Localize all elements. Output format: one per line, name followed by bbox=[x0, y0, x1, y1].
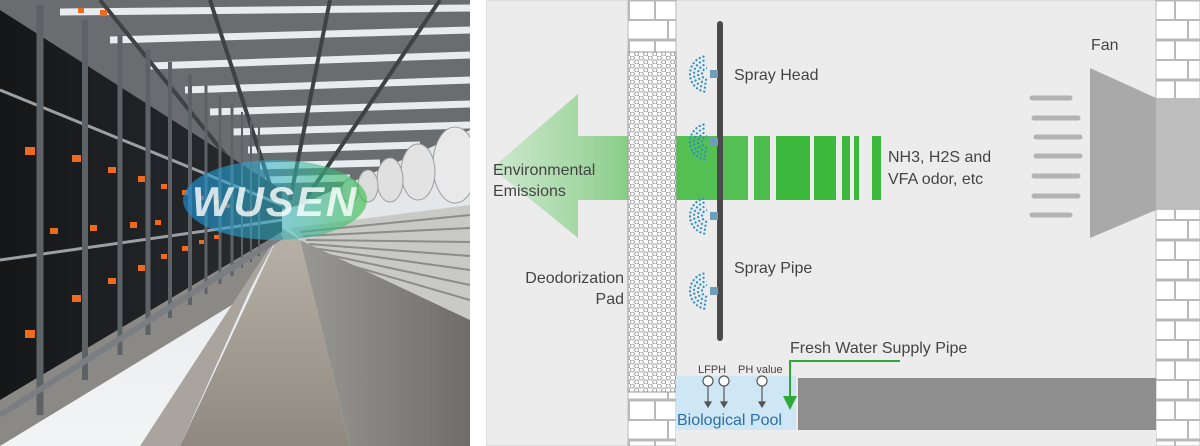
lfph-label: LFPH bbox=[698, 364, 726, 376]
ph-value-label: PH value bbox=[738, 364, 783, 376]
biological-pool-label: Biological Pool bbox=[677, 412, 782, 429]
spray-head-label: Spray Head bbox=[734, 67, 819, 84]
spray-pipe-label: Spray Pipe bbox=[734, 260, 812, 277]
deodorization-wall-photo: WUSEN bbox=[0, 0, 470, 446]
deodorization-process-diagram: Fan Spray Head Spray Pipe NH3, H2S and V… bbox=[486, 0, 1200, 446]
ph-value-sensor bbox=[756, 375, 768, 409]
pad-label-line2: Pad bbox=[596, 291, 624, 308]
brick-wall-top-left bbox=[627, 0, 677, 53]
odor-label-line2: VFA odor, etc bbox=[888, 171, 983, 188]
pad-label-line1: Deodorization bbox=[525, 270, 624, 287]
brick-wall-bottom-left bbox=[627, 391, 677, 446]
spray-head-icon bbox=[689, 55, 718, 93]
lfph-sensor bbox=[702, 375, 730, 409]
fan-label: Fan bbox=[1091, 37, 1119, 54]
spray-head-icon bbox=[689, 123, 718, 161]
fresh-water-supply-pipe bbox=[783, 360, 900, 410]
watermark-logo: WUSEN bbox=[183, 160, 367, 240]
feed-pipe bbox=[0, 233, 284, 418]
emissions-arrow bbox=[492, 94, 676, 238]
watermark-text: WUSEN bbox=[192, 178, 358, 225]
spray-head-icon bbox=[689, 197, 718, 235]
deodorization-pad bbox=[627, 51, 677, 393]
biological-pool bbox=[676, 376, 796, 430]
emissions-label-line1: Environmental bbox=[493, 162, 595, 179]
brick-wall-right bbox=[1155, 0, 1200, 446]
fan-icon bbox=[1029, 68, 1200, 238]
odor-airflow bbox=[676, 136, 881, 200]
spray-head-icon bbox=[689, 272, 718, 310]
odor-label-line1: NH3, H2S and bbox=[888, 149, 991, 166]
fresh-water-label: Fresh Water Supply Pipe bbox=[790, 340, 967, 357]
emissions-label-line2: Emissions bbox=[493, 183, 566, 200]
